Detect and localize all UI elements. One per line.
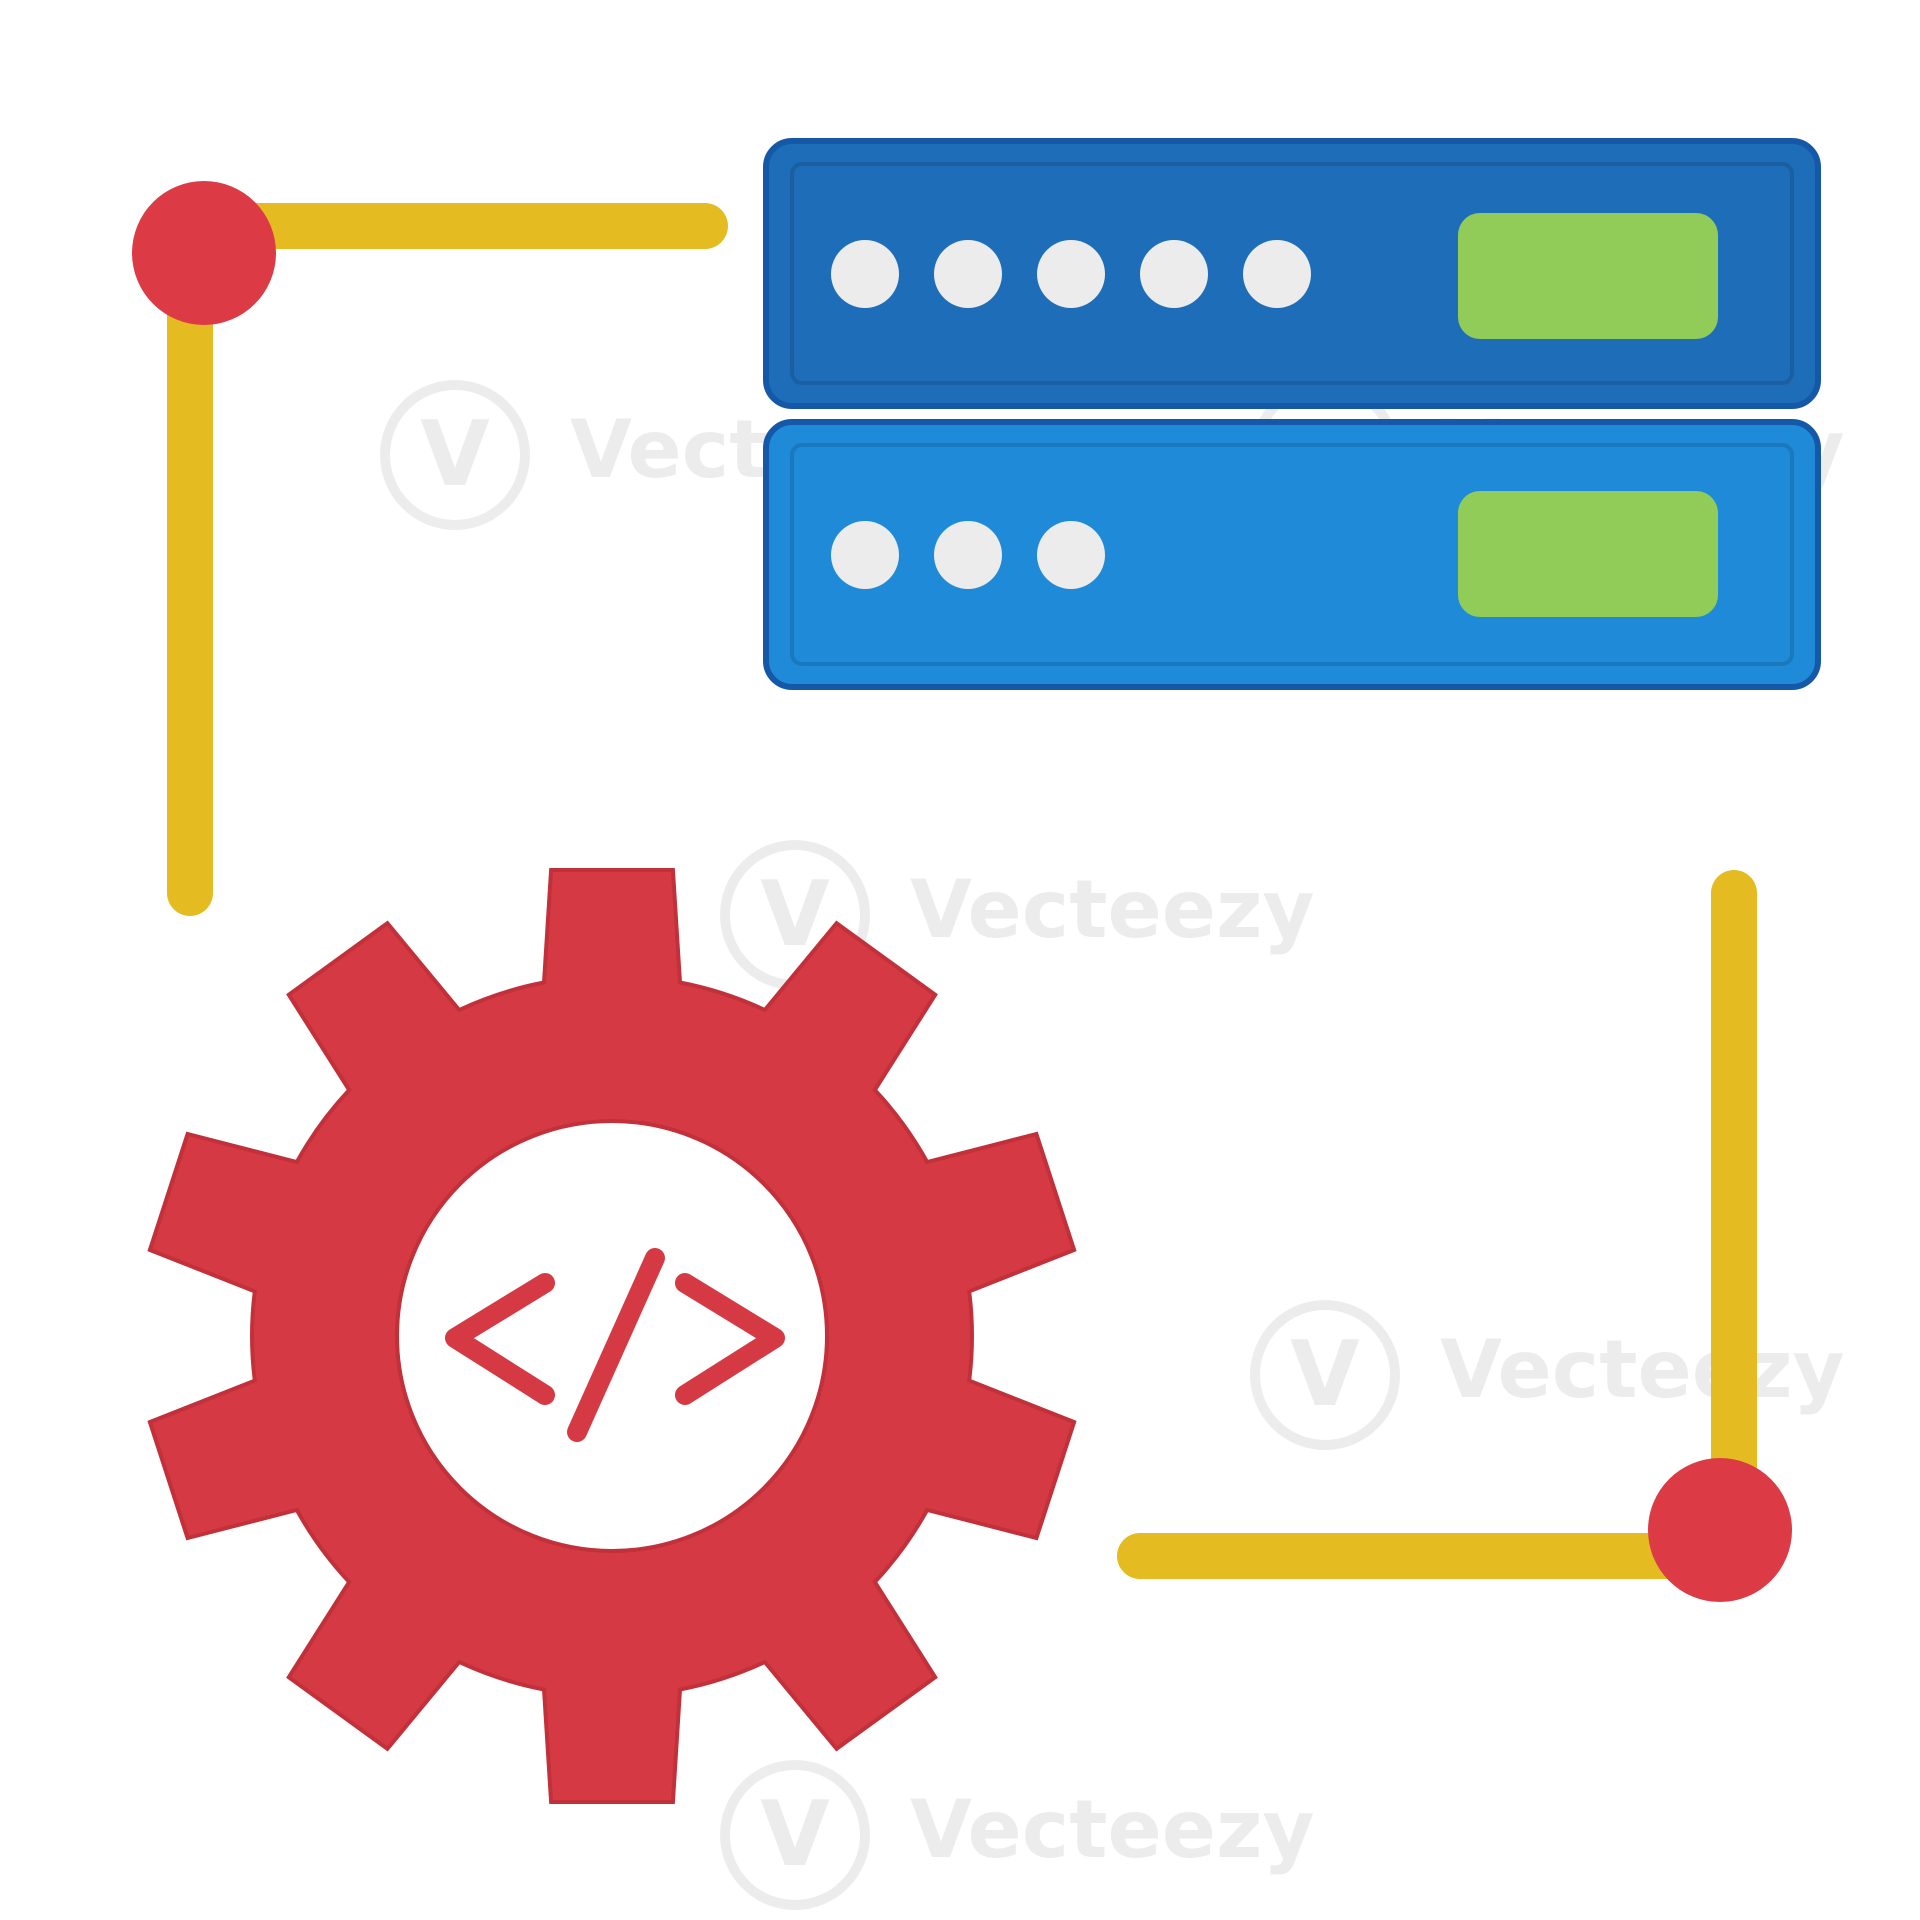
code-slash — [567, 1248, 665, 1442]
led-indicator-icon — [831, 240, 899, 308]
connector-node-icon — [1648, 1458, 1792, 1602]
server-unit-inner-panel — [790, 162, 1794, 385]
server-icon — [763, 138, 1821, 690]
led-indicator-icon — [1140, 240, 1208, 308]
gear-icon: </> — [147, 868, 1077, 1804]
led-indicator-icon — [934, 521, 1002, 589]
led-indicator-icon — [1037, 240, 1105, 308]
connector-top-left — [132, 181, 728, 916]
gear-body — [147, 868, 1077, 1804]
led-row — [831, 240, 1311, 308]
code-icon — [445, 1248, 785, 1442]
server-unit-body — [763, 419, 1821, 690]
server-unit-bottom — [763, 419, 1821, 690]
status-button — [1458, 491, 1718, 617]
connector-node-icon — [132, 181, 276, 325]
led-row — [831, 521, 1105, 589]
led-indicator-icon — [1037, 521, 1105, 589]
code-bracket-left — [445, 1273, 555, 1405]
status-button — [1458, 213, 1718, 339]
code-symbol-text: </> — [614, 1448, 616, 1451]
led-indicator-icon — [1243, 240, 1311, 308]
code-bracket-right — [675, 1273, 785, 1405]
connector-bottom-right — [1117, 870, 1792, 1602]
led-indicator-icon — [934, 240, 1002, 308]
server-unit-inner-panel — [790, 443, 1794, 666]
led-indicator-icon — [831, 521, 899, 589]
server-unit-top — [763, 138, 1821, 409]
